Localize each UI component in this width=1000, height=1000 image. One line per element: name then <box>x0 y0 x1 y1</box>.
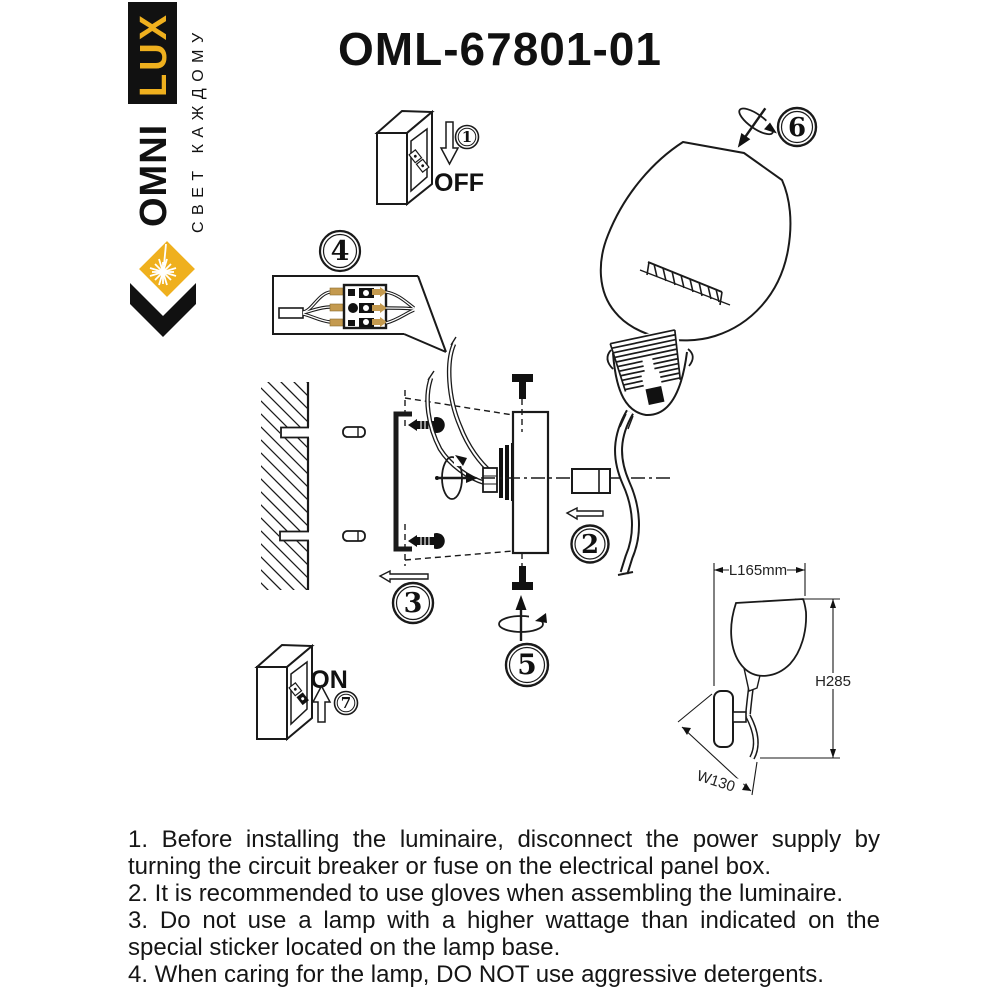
instruction-1: 1. Before installing the luminaire, disc… <box>128 826 880 880</box>
lamp-assembly: 6 <box>599 106 818 576</box>
rotation-screw-tilted <box>737 107 781 148</box>
arrow-left-icon-step3 <box>378 569 429 584</box>
screw-arrow-icon <box>466 473 478 483</box>
breaker-on-figure: ON 7 <box>254 643 359 742</box>
terminal-block <box>342 283 388 330</box>
breaker-off-figure: 1 OFF <box>374 109 484 207</box>
arrow-up-icon <box>311 684 332 723</box>
rotation-screw-horizontal <box>435 453 478 500</box>
glass-shade <box>599 140 792 342</box>
wall-hatching <box>261 382 308 590</box>
arm-end-cap <box>617 571 634 576</box>
arrow-left-icon-step2 <box>565 506 604 521</box>
wall-hole-top <box>280 426 309 439</box>
socket-contact <box>645 385 665 405</box>
adjuster-screw-bottom <box>512 553 533 590</box>
cable-sheath <box>278 307 304 319</box>
dimension-drawing: L165mm H285 W130 <box>677 561 857 797</box>
step-1-number: 1 <box>462 128 472 146</box>
wire-ferrules <box>329 287 344 327</box>
dim-arm-stub <box>732 711 747 723</box>
screw-up-arrow-icon <box>515 595 527 610</box>
callout-step-2: 2 <box>570 524 610 564</box>
step-2-number: 2 <box>581 530 599 560</box>
wall-anchor-bottom <box>342 530 366 542</box>
socket-ear-right <box>687 348 694 367</box>
breaker-box-on <box>254 643 315 742</box>
arrow-down-icon <box>439 121 460 166</box>
adjuster-screw-top <box>512 374 533 432</box>
lamp-socket <box>606 327 694 430</box>
on-label: ON <box>310 666 348 694</box>
socket-cup <box>612 351 688 417</box>
threaded-adapter <box>571 468 611 494</box>
screw-tip-icon <box>737 132 751 148</box>
rotation-screw-vertical <box>498 595 547 641</box>
rotate-arrow-icon-5 <box>535 613 547 623</box>
dim-wall-plate <box>713 690 734 748</box>
dim-shade <box>730 598 807 677</box>
dim-height: H285 <box>760 598 857 759</box>
nut-and-washers <box>482 443 515 501</box>
mounting-plate-section: 2 3 5 <box>378 336 672 688</box>
wall-plate <box>511 410 550 555</box>
socket-ear-left <box>606 349 614 370</box>
socket-wires <box>619 413 634 430</box>
screw-bottom <box>408 533 445 549</box>
omnilux-logo: LUX OMNI СВЕТ КАЖДОМУ <box>128 2 207 337</box>
socket-threads <box>607 327 688 405</box>
wires-in-core <box>302 291 331 323</box>
step-3-number: 3 <box>404 588 423 619</box>
logo-chevron <box>130 283 196 337</box>
dim-height-label: H285 <box>815 673 851 690</box>
logo-sun-icon <box>130 236 200 337</box>
off-label: OFF <box>434 169 484 197</box>
step-5-number: 5 <box>517 648 536 681</box>
breaker-switch-on-icon <box>288 682 309 706</box>
dim-length-label: L165mm <box>729 562 787 579</box>
instructions-block: 1. Before installing the luminaire, disc… <box>128 826 880 988</box>
wiring-box-outline <box>272 275 447 353</box>
step-4-number: 4 <box>331 236 350 267</box>
screw-top <box>408 417 445 433</box>
callout-step-3: 3 <box>391 581 435 625</box>
callout-step-1: 1 <box>454 124 480 150</box>
step-6-number: 6 <box>788 113 806 143</box>
wire-tips <box>427 336 457 381</box>
dim-arm-lower-core <box>746 715 758 759</box>
mounting-screws <box>408 417 445 549</box>
instruction-4: 4. When caring for the lamp, DO NOT use … <box>128 961 824 988</box>
logo-lux-text: LUX <box>133 12 175 97</box>
step-7-number: 7 <box>341 694 351 712</box>
logo-lux-box <box>128 2 177 104</box>
page-title: OML-67801-01 <box>338 23 662 75</box>
logo-starburst <box>149 243 177 286</box>
shade-collar <box>639 261 731 306</box>
instruction-2: 2. It is recommended to use gloves when … <box>128 880 844 907</box>
callout-step-4: 4 <box>318 229 362 273</box>
wall-anchor-top <box>342 426 366 438</box>
wires-out-core <box>385 291 415 324</box>
instruction-3: 3. Do not use a lamp with a higher watta… <box>128 907 880 961</box>
screw-threads <box>420 420 430 546</box>
rotate-arrow-icon <box>455 455 467 466</box>
wiring-box-figure: 4 <box>272 229 447 353</box>
callout-step-7: 7 <box>333 690 359 716</box>
wall-section <box>261 382 514 590</box>
breaker-switch-off-icon <box>408 149 430 173</box>
lamp-arm-core <box>616 410 638 574</box>
dim-length: L165mm <box>713 561 806 686</box>
mounting-bracket <box>393 411 412 552</box>
terminal-arrows <box>372 287 387 327</box>
projection-lines <box>404 390 514 566</box>
rotate-arrow-icon-6 <box>764 122 777 134</box>
logo-tagline: СВЕТ КАЖДОМУ <box>190 26 207 233</box>
wall-hole-bottom <box>279 530 309 542</box>
logo-omni-text: OMNI <box>133 124 175 227</box>
callout-step-6: 6 <box>776 106 818 148</box>
breaker-box-off <box>374 109 435 207</box>
callout-step-5: 5 <box>504 642 550 688</box>
